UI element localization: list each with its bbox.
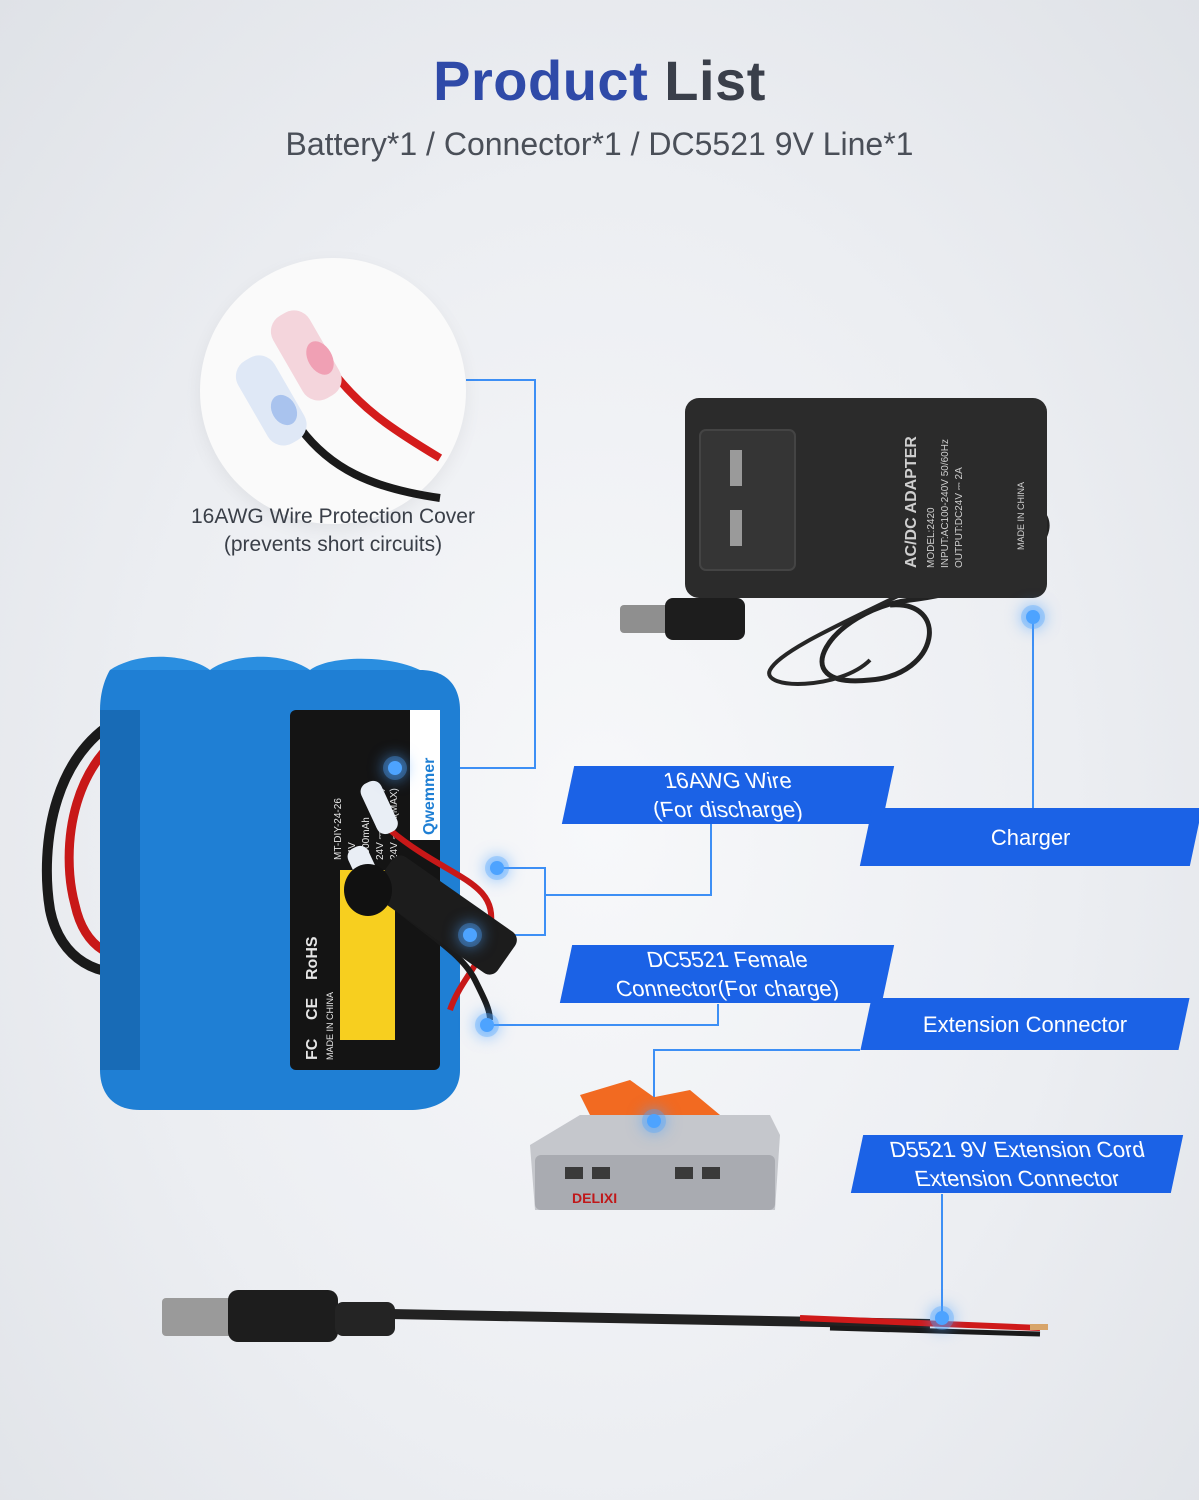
battery-brand-text: Qwemmer — [421, 758, 438, 835]
tag-16awg-wire-line2: (For discharge) — [650, 797, 806, 822]
dot-female — [480, 1018, 494, 1032]
dot-cord — [935, 1311, 949, 1325]
page-subtitle: Battery*1 / Connector*1 / DC5521 9V Line… — [285, 126, 914, 162]
label-wire-cover-line1: 16AWG Wire Protection Cover — [191, 505, 475, 528]
connector-brand-text: DELIXI — [572, 1190, 617, 1206]
dot-wire-cover — [388, 761, 402, 775]
tag-16awg-wire-line1: 16AWG Wire — [661, 768, 795, 793]
dot-wire-red — [490, 861, 504, 875]
title-word-product: Product — [433, 49, 649, 112]
dot-wire-black — [463, 928, 477, 942]
title-word-list: List — [664, 49, 766, 112]
tag-16awg-wire: 16AWG Wire (For discharge) — [561, 766, 895, 824]
charger-illustration: AC/DC ADAPTER MODEL:2420 INPUT:AC100-240… — [620, 398, 1050, 686]
adapter-input-text: INPUT:AC100-240V 50/60Hz — [940, 439, 951, 568]
adapter-model-text: MODEL:2420 — [926, 507, 937, 568]
label-wire-cover-line2: (prevents short circuits) — [223, 533, 443, 556]
adapter-output-text: OUTPUT:DC24V ⎓ 2A — [954, 467, 965, 568]
wire-cover-photo — [200, 258, 466, 524]
adapter-title-text: AC/DC ADAPTER — [903, 436, 920, 568]
label-wire-cover: 16AWG Wire Protection Cover (prevents sh… — [140, 503, 526, 559]
extension-cord-illustration — [162, 1290, 1048, 1342]
tag-extension-cord-line2: Extension Connector — [912, 1166, 1122, 1191]
tag-dc5521-female-line1: DC5521 Female — [644, 947, 810, 972]
extension-connector-illustration: DELIXI — [530, 1080, 780, 1210]
battery-model-text: MT-DIY-24-26 — [333, 798, 344, 860]
line-wire-cover — [400, 379, 536, 769]
tag-extension-connector-label: Extension Connector — [922, 1011, 1128, 1037]
battery-cert-ce: CE — [304, 997, 321, 1020]
line-wire-tag — [545, 822, 712, 896]
tag-extension-cord-line1: D5521 9V Extension Cord — [887, 1137, 1147, 1162]
battery-capacity-text: 2600mAh — [361, 817, 372, 860]
line-female — [487, 1004, 719, 1026]
battery-cert-rohs: RoHS — [304, 936, 321, 980]
dot-extension — [647, 1114, 661, 1128]
tag-extension-connector: Extension Connector — [860, 998, 1190, 1050]
dot-charger — [1026, 610, 1040, 624]
battery-origin-text: MADE IN CHINA — [325, 992, 335, 1060]
tag-extension-cord: D5521 9V Extension Cord Extension Connec… — [850, 1135, 1184, 1193]
tag-charger-label: Charger — [991, 824, 1071, 850]
tag-charger: Charger — [859, 808, 1199, 866]
tag-dc5521-female: DC5521 Female Connector(For charge) — [559, 945, 895, 1003]
page-title: Product List — [0, 48, 1199, 113]
tag-dc5521-female-line2: Connector(For charge) — [613, 976, 841, 1001]
battery-illustration: FC CE RoHS MT-DIY-24-26 24V 2600mAh 24V … — [41, 656, 517, 1110]
adapter-origin-text: MADE IN CHINA — [1016, 482, 1026, 550]
wire-cover-illustration — [235, 310, 443, 502]
battery-cert-fc: FC — [304, 1038, 321, 1060]
